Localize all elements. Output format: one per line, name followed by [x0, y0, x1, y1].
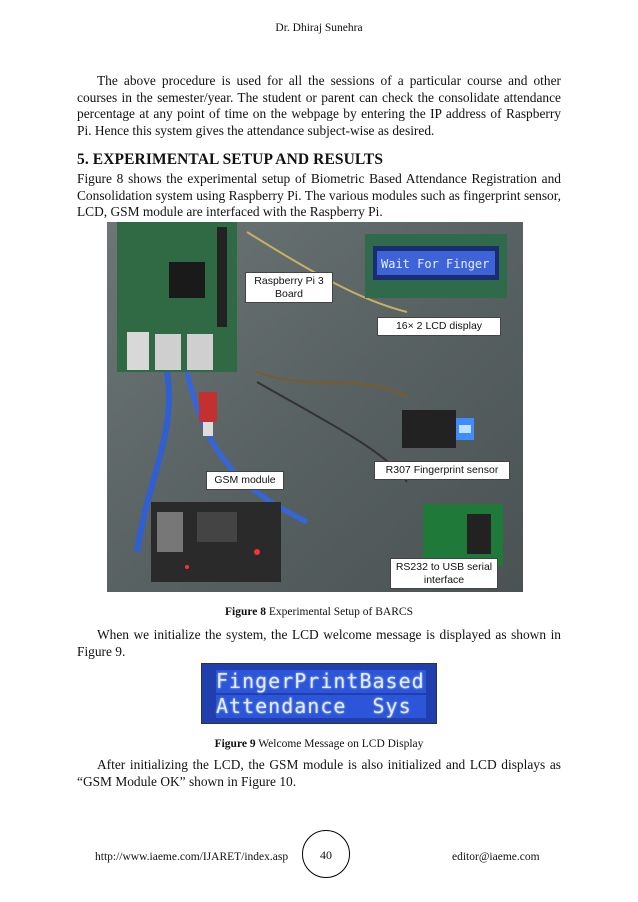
lcd-setup-text: Wait For Finger [381, 257, 489, 271]
figure-8-label: Figure 8 [225, 606, 267, 618]
paragraph-lcd-welcome: When we initialize the system, the LCD w… [77, 627, 561, 659]
figure-8-caption: Figure 8 Experimental Setup of BARCS [0, 606, 638, 618]
label-gsm-module: GSM module [206, 471, 284, 490]
figure-9-label: Figure 9 [214, 738, 256, 750]
label-fingerprint-sensor: R307 Fingerprint sensor [374, 461, 510, 480]
lcd-welcome-image: FingerPrintBased Attendance Sys [201, 663, 437, 724]
figure-8-caption-text: Experimental Setup of BARCS [266, 606, 413, 618]
figure-9-caption: Figure 9 Welcome Message on LCD Display [0, 738, 638, 750]
page-number: 40 [302, 830, 350, 878]
footer-email-link[interactable]: editor@iaeme.com [452, 851, 540, 863]
paragraph-procedure: The above procedure is used for all the … [77, 73, 561, 138]
paragraph-gsm-init: After initializing the LCD, the GSM modu… [77, 757, 561, 789]
figure-9-caption-text: Welcome Message on LCD Display [255, 738, 424, 750]
label-raspberry-pi: Raspberry Pi 3 Board [245, 272, 333, 303]
paragraph-setup-description: Figure 8 shows the experimental setup of… [77, 171, 561, 219]
experimental-setup-photo: Wait For Finger Raspberry Pi 3 Board 16×… [107, 222, 523, 592]
footer-url-link[interactable]: http://www.iaeme.com/IJARET/index.asp [95, 851, 289, 863]
section-title: 5. EXPERIMENTAL SETUP AND RESULTS [77, 151, 384, 168]
label-lcd-display: 16× 2 LCD display [377, 317, 501, 336]
lcd-line-2: Attendance Sys [216, 695, 426, 718]
running-header: Dr. Dhiraj Sunehra [275, 22, 363, 34]
lcd-line-1: FingerPrintBased [216, 669, 426, 693]
label-rs232-interface: RS232 to USB serial interface [390, 558, 498, 589]
fingerprint-sensor [402, 410, 456, 448]
